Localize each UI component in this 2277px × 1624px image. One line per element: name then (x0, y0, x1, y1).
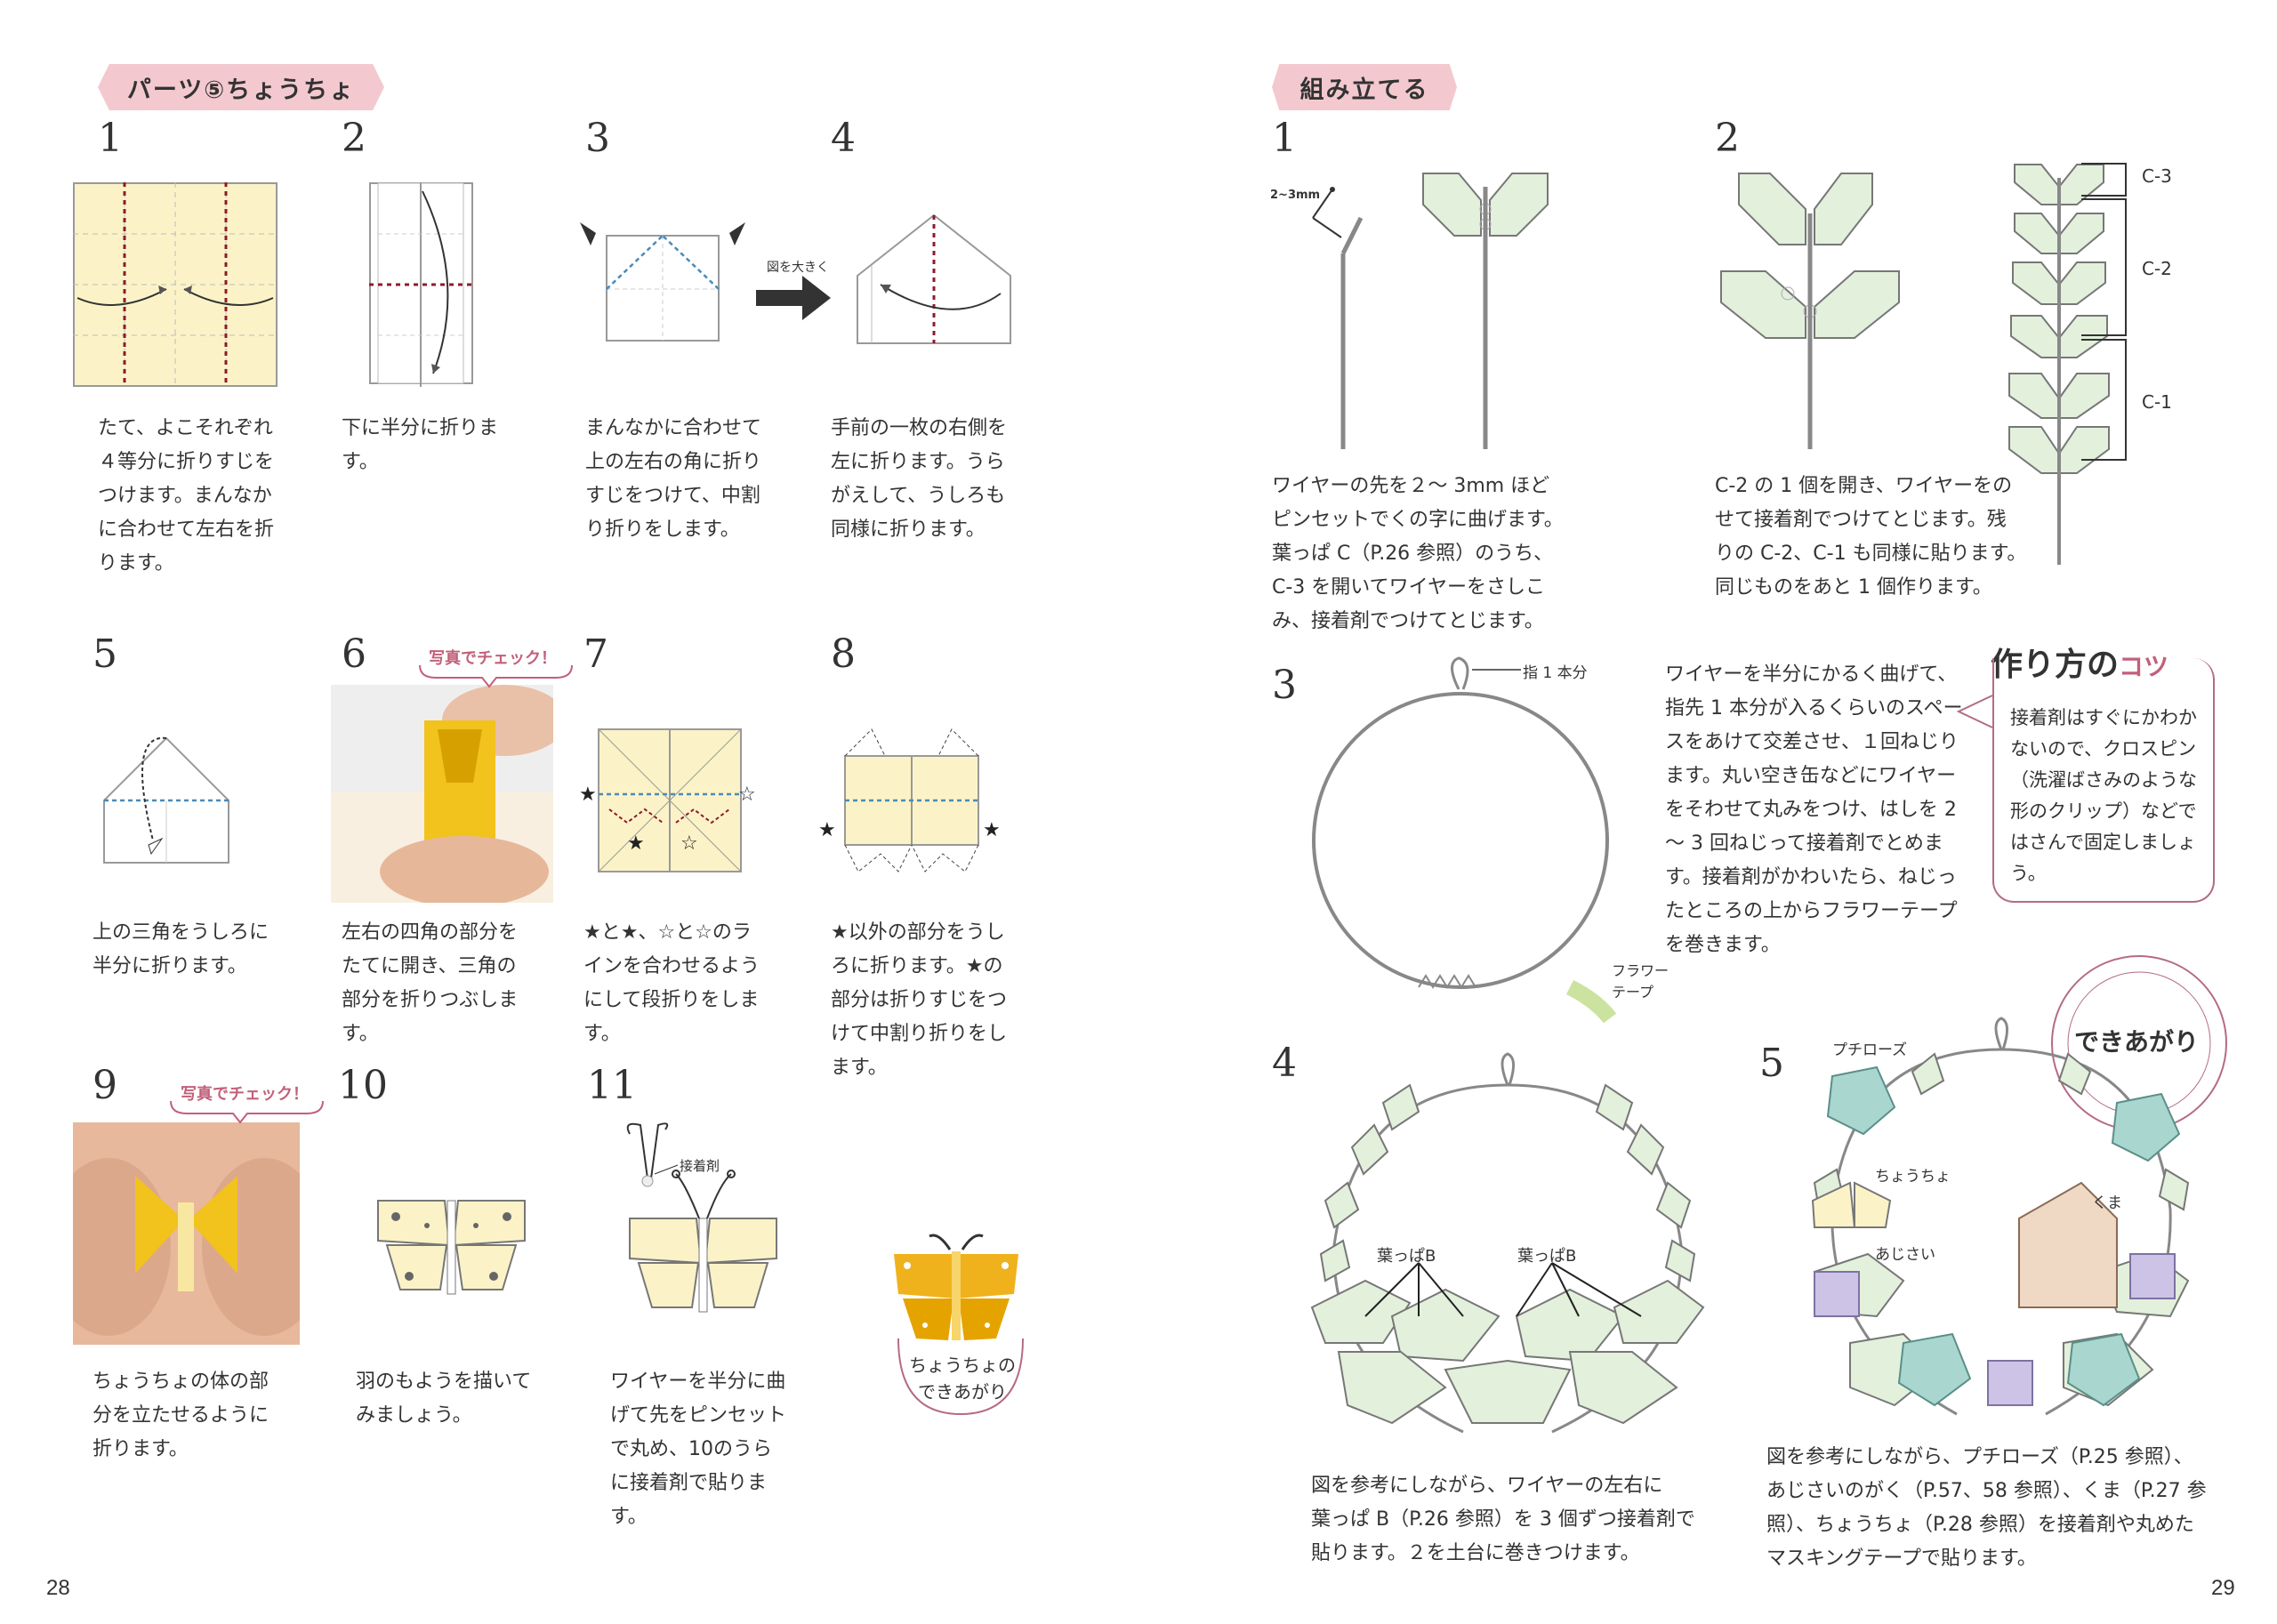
step8-diagram: ★ ★ (818, 729, 1005, 876)
enlarge-arrow-icon (756, 276, 831, 320)
wire-ring-diagram (1312, 654, 1623, 1027)
step2-diagram (369, 182, 476, 387)
enlarge-label: 図を大きく (767, 258, 829, 276)
svg-text:☆: ☆ (680, 832, 698, 855)
step11-butterfly-diagram (614, 1121, 792, 1325)
step-text: 図を参考にしながら、ワイヤーの左右に 葉っぱ B（P.26 参照）を 3 個ずつ… (1311, 1469, 1695, 1571)
step5-diagram (100, 725, 233, 867)
step9-photo (73, 1122, 300, 1345)
step-text: ワイヤーを半分に曲 げて先をピンセット で丸め、10のうら に接着剤で貼りま す… (610, 1365, 786, 1534)
bear-label: くま (2092, 1190, 2122, 1212)
step-text: 左右の四角の部分を たてに開き、三角の 部分を折りつぶしま す。 (342, 916, 518, 1051)
finger-label: 指 1 本分 (1523, 660, 1588, 682)
svg-text:★: ★ (818, 819, 836, 841)
finished-wreath-diagram (1779, 1005, 2224, 1450)
tape-label: フラワー テープ (1612, 961, 1669, 1003)
step-text: 図を参考にしながら、プチローズ（P.25 参照）、 あじさいのがく（P.57、5… (1766, 1441, 2207, 1576)
step-number: 10 (338, 1063, 388, 1108)
step-number: 3 (1272, 663, 1297, 708)
step-number: 2 (342, 116, 366, 161)
step-text: ちょうちょの体の部 分を立たせるように 折ります。 (93, 1365, 269, 1467)
finished-butterfly (889, 1223, 1023, 1347)
step-text: 手前の一枚の右側を 左に折ります。うら がえして、うしろも 同様に折ります。 (831, 412, 1007, 547)
step-number: 1 (98, 116, 123, 161)
c-label-brackets (2077, 162, 2130, 464)
step6-photo (331, 685, 553, 903)
step-text: ★以外の部分をうし ろに折ります。★の 部分は折りすじをつ けて中割り折りをし … (831, 916, 1007, 1085)
wire-bend-diagram (1307, 182, 1388, 454)
c1-label: C-1 (2142, 391, 2172, 413)
c3-label: C-3 (2142, 165, 2172, 187)
section-tag-assemble: 組み立てる (1272, 64, 1457, 110)
step7-diagram: ★ ★ ☆ ☆ (574, 725, 760, 876)
finished-caption: ちょうちょの できあがり (909, 1352, 1016, 1405)
step-text: ワイヤーの先を２～ 3mm ほど ピンセットでくの字に曲げます。 葉っぱ C（P… (1272, 470, 1564, 639)
step-text: ワイヤーを半分にかるく曲げて、 指先 1 本分が入るくらいのスペー スをあけて交… (1665, 658, 1962, 962)
step-text: まんなかに合わせて 上の左右の角に折り すじをつけて、中割 り折りをします。 (585, 412, 761, 547)
step-number: 1 (1272, 116, 1297, 161)
leaf-b-label: 葉っぱB (1517, 1243, 1576, 1266)
svg-text:★: ★ (983, 819, 1001, 841)
step4-diagram (854, 213, 1014, 347)
c2-label: C-2 (2142, 258, 2172, 279)
step-text: C-2 の 1 個を開き、ワイヤーをの せて接着剤でつけてとじます。残 りの C… (1715, 470, 2026, 605)
step-text: 上の三角をうしろに 半分に折ります。 (93, 916, 269, 984)
svg-text:☆: ☆ (738, 784, 756, 806)
step-number: 11 (587, 1063, 637, 1108)
page-number-left: 28 (46, 1576, 70, 1601)
butterfly-label: ちょうちょ (1875, 1163, 1951, 1186)
step-number: 3 (585, 116, 610, 161)
svg-text:★: ★ (627, 832, 645, 855)
step-number: 9 (93, 1063, 117, 1108)
rose-label: プチローズ (1832, 1037, 1907, 1059)
tip-text: 接着剤はすぐにかわか ないので、クロスピン （洗濯ばさみのような 形のクリップ）… (2010, 703, 2197, 889)
step1-diagram (73, 182, 278, 387)
step-number: 2 (1715, 116, 1740, 161)
leaf-c2-on-wire (1717, 169, 1903, 454)
page-number-right: 29 (2211, 1576, 2235, 1601)
step-number: 5 (93, 631, 117, 677)
wreath-leaves-diagram (1285, 1049, 1730, 1459)
bubble-outline (169, 1101, 325, 1124)
step-number: 7 (583, 631, 608, 677)
step3-diagram (578, 213, 747, 347)
step-number: 6 (342, 631, 366, 677)
step-text: 羽のもようを描いて みましょう。 (356, 1365, 531, 1433)
step-number: 4 (831, 116, 856, 161)
section-tag-butterfly: パーツ⑤ちょうちょ (98, 64, 384, 110)
step-text: 下に半分に折りま す。 (342, 412, 498, 479)
step-text: ★と★、☆と☆のラ インを合わせるよう にして段折りをしま す。 (583, 916, 760, 1051)
step-text: たて、よこそれぞれ ４等分に折りすじを つけます。まんなか に合わせて左右を折 … (98, 412, 274, 581)
step-number: 8 (831, 631, 856, 677)
svg-text:★: ★ (579, 784, 597, 806)
bubble-outline (418, 665, 574, 688)
step10-butterfly-diagram (374, 1192, 529, 1298)
tip-pointer (1955, 694, 1994, 729)
hydrangea-label: あじさい (1875, 1242, 1935, 1264)
finger-pointer-line (1472, 665, 1521, 674)
leaf-c3-on-wire (1419, 169, 1552, 454)
leaf-b-label: 葉っぱB (1377, 1243, 1436, 1266)
